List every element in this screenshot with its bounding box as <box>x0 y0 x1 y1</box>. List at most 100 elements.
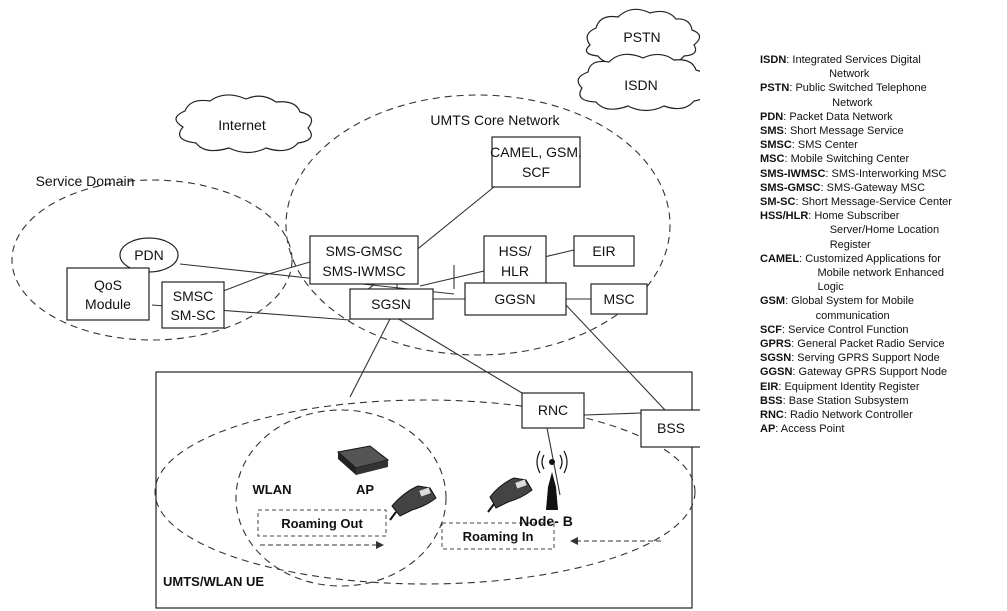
ue-title: UMTS/WLAN UE <box>163 574 264 589</box>
glossary-definition: : General Packet Radio Service <box>791 338 945 351</box>
glossary-term: GGSN <box>760 366 793 379</box>
glossary-term: SMSC <box>760 139 792 152</box>
glossary-term: BSS <box>760 394 783 407</box>
smsc-box <box>161 281 225 329</box>
sms-gmsc-label-line1: SMS-GMSC <box>326 243 403 259</box>
glossary-term: ISDN <box>760 54 787 66</box>
glossary-term: MSC <box>760 153 785 166</box>
glossary-term: RNC <box>760 409 784 422</box>
ap-label: AP <box>356 482 374 497</box>
glossary-term: CAMEL <box>760 252 800 265</box>
glossary-term: SMS-IWMSC <box>760 167 826 180</box>
glossary-definition: : Equipment Identity Register <box>778 380 920 393</box>
pdn-label: PDN <box>134 247 164 263</box>
glossary-entry: SGSN: Serving GPRS Support Node <box>760 351 1005 365</box>
hss-label-line1: HSS/ <box>499 243 532 259</box>
bss-box <box>640 409 700 448</box>
glossary-definition: : SMS-Gateway MSC <box>820 181 926 194</box>
wlan-label: WLAN <box>253 482 292 497</box>
smsc-label-line2: SM-SC <box>170 307 215 323</box>
smsc-label-line1: SMSC <box>173 288 213 304</box>
glossary-entry: EIR: Equipment Identity Register <box>760 380 1005 394</box>
glossary-entry: GPRS: General Packet Radio Service <box>760 337 1005 351</box>
glossary-entry: MSC: Mobile Switching Center <box>760 152 1005 166</box>
roaming-in-label: Roaming In <box>463 529 534 544</box>
mobile-device-icon-roaming-out <box>389 485 437 521</box>
sgsn-label: SGSN <box>371 296 411 312</box>
glossary-term: SCF <box>760 323 782 336</box>
roaming-in-arrow <box>570 537 662 545</box>
ue-region <box>155 371 693 609</box>
glossary-entry: GSM: Global System for Mobile communicat… <box>760 294 1005 322</box>
glossary-term: SMS-GMSC <box>760 181 821 194</box>
internet-cloud <box>175 94 313 154</box>
service-domain-region <box>11 179 293 341</box>
roaming-in-box <box>441 522 555 550</box>
qos-label-line1: QoS <box>94 277 122 293</box>
glossary-term: PDN <box>760 110 784 123</box>
glossary-definition: : Base Station Subsystem <box>782 394 909 407</box>
glossary-term: GSM <box>760 295 786 308</box>
glossary-definition: : Short Message Service <box>783 125 904 138</box>
glossary-term: SM-SC <box>760 196 796 209</box>
glossary-definition: : Mobile Switching Center <box>784 153 910 166</box>
glossary-definition: : Access Point <box>775 423 845 436</box>
access-point-icon <box>336 445 390 475</box>
glossary-definition: : Short Message-Service Center <box>795 196 952 209</box>
umts-core-region <box>285 94 671 356</box>
hss-label-line2: HLR <box>501 263 529 279</box>
glossary-term: PSTN <box>760 82 790 95</box>
mobile-device-icon-roaming-in <box>487 477 533 513</box>
glossary-entry: SM-SC: Short Message-Service Center <box>760 195 1005 209</box>
glossary-entry: RNC: Radio Network Controller <box>760 408 1005 422</box>
glossary-definition: : SMS-Interworking MSC <box>825 167 947 180</box>
qos-label-line2: Module <box>85 296 131 312</box>
glossary-entry: SMS-IWMSC: SMS-Interworking MSC <box>760 167 1005 181</box>
glossary-definition: : Global System for Mobile communication <box>785 295 915 322</box>
glossary-definition: : SMS Center <box>791 139 858 152</box>
glossary-term: HSS/HLR <box>760 210 809 223</box>
glossary-term: SGSN <box>760 352 792 365</box>
camel-label-line1: CAMEL, GSM, <box>490 144 582 160</box>
rnc-label: RNC <box>538 402 568 418</box>
camel-label-line2: SCF <box>522 164 550 180</box>
ue-coverage-ellipse <box>154 399 696 585</box>
roaming-out-box <box>257 509 387 537</box>
glossary-term: EIR <box>760 380 779 393</box>
glossary-entry: BSS: Base Station Subsystem <box>760 394 1005 408</box>
glossary-definition: : Public Switched Telephone Network <box>789 82 927 109</box>
sgsn-box <box>349 288 434 320</box>
glossary-definition: : Service Control Function <box>782 323 909 336</box>
glossary-entry: PSTN: Public Switched Telephone Network <box>760 81 1005 109</box>
qos-module-box <box>66 267 150 321</box>
glossary-definition: : Radio Network Controller <box>783 409 913 422</box>
glossary-term: SMS <box>760 125 784 138</box>
glossary-definition: : Home Subscriber Server/Home Location R… <box>808 210 940 251</box>
ggsn-label: GGSN <box>494 291 535 307</box>
glossary-term: GPRS <box>760 338 792 351</box>
glossary-term: AP <box>760 423 776 436</box>
camel-box <box>491 136 581 188</box>
glossary-entry: SMS: Short Message Service <box>760 124 1005 138</box>
eir-box <box>573 235 635 267</box>
service-domain-title: Service Domain <box>36 173 135 189</box>
roaming-out-arrow <box>260 541 384 549</box>
glossary-entry: HSS/HLR: Home Subscriber Server/Home Loc… <box>760 209 1005 252</box>
wlan-coverage-circle <box>235 409 447 587</box>
glossary-definition: : Serving GPRS Support Node <box>791 352 940 365</box>
isdn-cloud <box>577 53 700 112</box>
ggsn-box <box>464 282 567 316</box>
glossary-entry: CAMEL: Customized Applications for Mobil… <box>760 252 1005 295</box>
umts-core-title: UMTS Core Network <box>430 112 560 128</box>
glossary-definition: : Customized Applications for Mobile net… <box>799 252 945 294</box>
glossary-definition: : Gateway GPRS Support Node <box>792 366 948 379</box>
rnc-box <box>521 392 585 429</box>
sms-gmsc-box <box>309 235 419 285</box>
glossary-definition: : Integrated Services Digital Network <box>786 54 921 81</box>
pstn-label: PSTN <box>623 29 660 45</box>
glossary-entry: SMSC: SMS Center <box>760 138 1005 152</box>
glossary-entry: AP: Access Point <box>760 422 1005 436</box>
glossary-entry: ISDN: Integrated Services Digital Networ… <box>760 53 1005 81</box>
glossary-entry: PDN: Packet Data Network <box>760 110 1005 124</box>
glossary-definition: : Packet Data Network <box>783 110 893 123</box>
